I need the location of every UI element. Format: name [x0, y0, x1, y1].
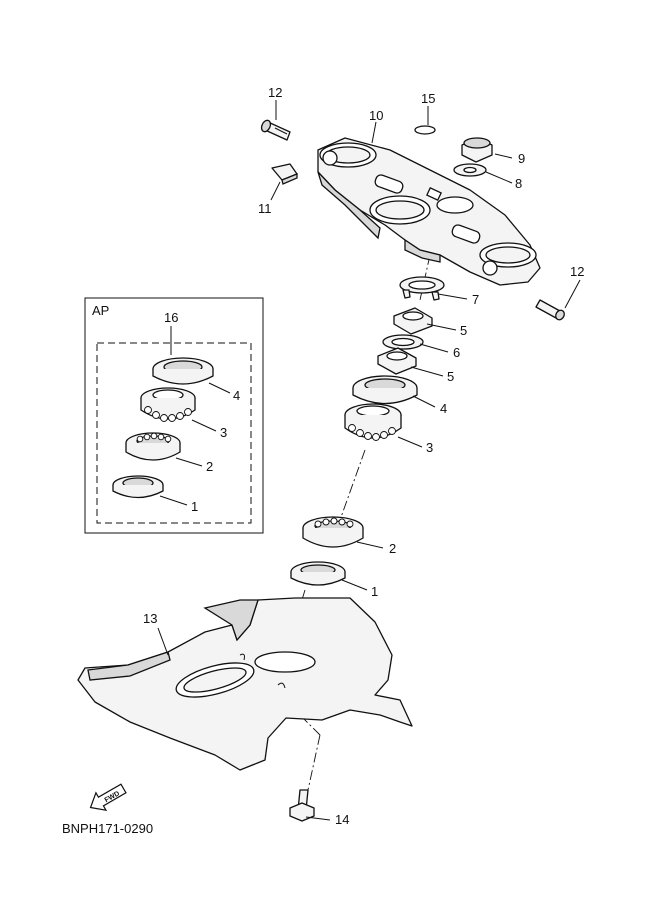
washer-6: [382, 334, 424, 350]
lower-cover-13: [77, 597, 413, 771]
ap-kit-frame: [84, 297, 264, 534]
upper-bearing-3: [344, 403, 402, 441]
callout-10: 10: [369, 108, 383, 123]
callout-4: 4: [440, 401, 447, 416]
clip-11: [271, 163, 298, 185]
callout-13: 13: [143, 611, 157, 626]
ap-dust-seal-4: [152, 357, 214, 385]
ap-lower-seal-1: [112, 475, 164, 499]
callout-12: 12: [570, 264, 584, 279]
fwd-arrow-icon: FWD: [89, 783, 127, 811]
callout-ap-1: 1: [191, 499, 198, 514]
callout-ap-2: 2: [206, 459, 213, 474]
bolt-14: [289, 789, 315, 822]
ap-kit-dashed-frame: [96, 342, 252, 524]
bolt-12-upper: [260, 119, 291, 141]
ring-nut-5-upper: [393, 307, 433, 335]
callout-7: 7: [472, 292, 479, 307]
callout-6: 6: [453, 345, 460, 360]
axis-line: [307, 734, 321, 791]
bolt-12-lower: [535, 299, 565, 321]
callout-5: 5: [460, 323, 467, 338]
callout-2: 2: [389, 541, 396, 556]
lock-washer-7: [399, 276, 445, 301]
ap-lower-bearing-2: [125, 432, 181, 461]
callout-16: 16: [164, 310, 178, 325]
callout-1: 1: [371, 584, 378, 599]
nut-9: [461, 137, 493, 163]
washer-8: [453, 163, 487, 177]
upper-bracket: [317, 137, 541, 286]
callout-5: 5: [447, 369, 454, 384]
callout-12: 12: [268, 85, 282, 100]
callout-8: 8: [515, 176, 522, 191]
ring-nut-5-lower: [377, 347, 417, 375]
callout-9: 9: [518, 151, 525, 166]
leader-lines: [157, 100, 581, 821]
callout-3: 3: [426, 440, 433, 455]
cap-15: [414, 125, 436, 135]
dust-seal-4: [352, 375, 418, 405]
axis-line: [339, 449, 366, 521]
callout-11: 11: [258, 201, 272, 216]
ap-box-label: AP: [92, 303, 109, 318]
lower-bearing-2: [302, 516, 364, 548]
ap-upper-bearing-3: [140, 387, 196, 422]
callout-15: 15: [421, 91, 435, 106]
callout-ap-4: 4: [233, 388, 240, 403]
callout-ap-3: 3: [220, 425, 227, 440]
drawing-code: BNPH171-0290: [62, 821, 153, 836]
lower-seal-1: [290, 561, 346, 586]
callout-14: 14: [335, 812, 349, 827]
